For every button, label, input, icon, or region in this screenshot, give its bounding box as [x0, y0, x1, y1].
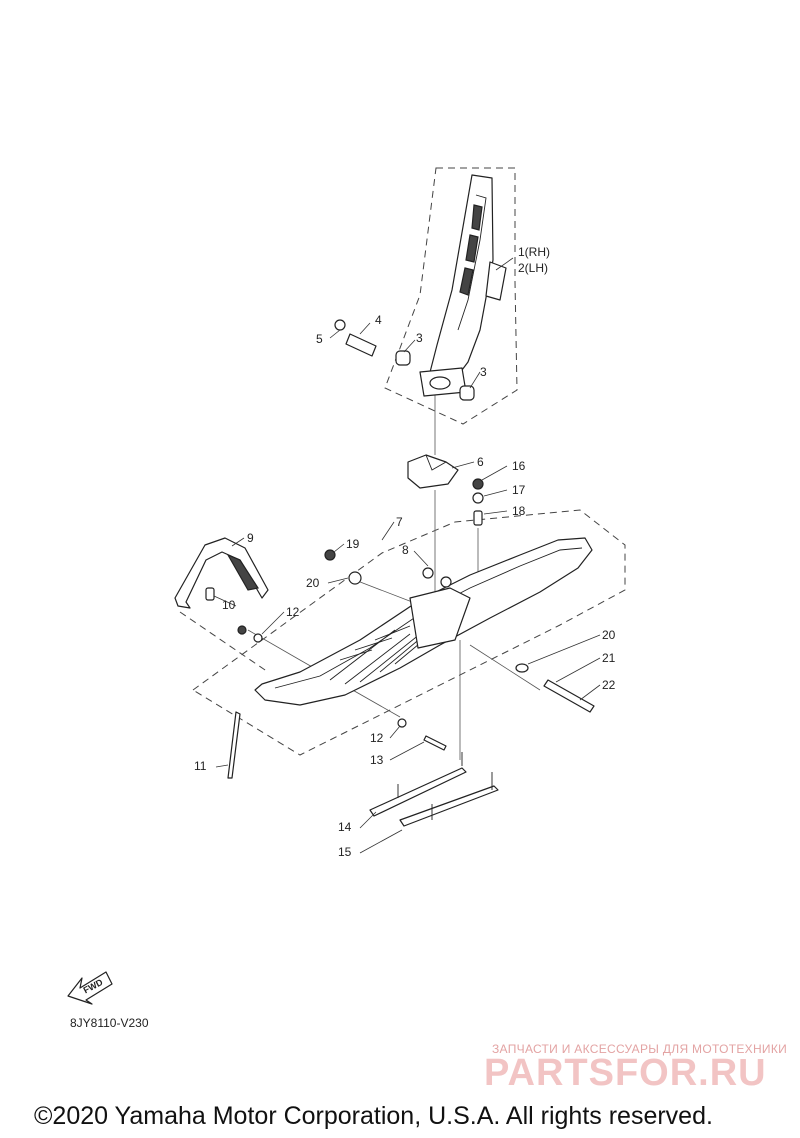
ski-part	[254, 537, 593, 706]
callout-13: 13	[370, 753, 384, 767]
callout-16: 16	[512, 459, 526, 473]
spindle-assembly-boundary	[384, 167, 518, 425]
washer-part	[348, 571, 362, 585]
bushing-part	[459, 385, 475, 401]
callout-7: 7	[396, 515, 403, 529]
centerline	[247, 629, 401, 718]
callout-11: 11	[194, 759, 207, 773]
bolt-part	[205, 587, 215, 601]
diagram-code: 8JY8110-V230	[70, 1016, 149, 1030]
washer-part	[334, 319, 346, 331]
nut-part	[422, 567, 434, 579]
bolt-part	[543, 679, 595, 713]
callout-3: 3	[480, 365, 487, 379]
centerline	[469, 644, 541, 691]
washer-part	[237, 625, 247, 635]
pin-part	[473, 510, 483, 526]
callout-6: 6	[477, 455, 484, 469]
callout-12: 12	[286, 605, 300, 619]
centerline	[354, 579, 421, 606]
callout-9: 9	[247, 531, 254, 545]
copyright-notice: ©2020 Yamaha Motor Corporation, U.S.A. A…	[34, 1102, 713, 1130]
callout-10: 10	[222, 598, 236, 612]
ski-assembly-boundary	[192, 509, 626, 756]
runner-part	[369, 767, 467, 817]
bolt-part	[227, 711, 241, 779]
callout-18: 18	[512, 504, 526, 518]
runner-part	[399, 785, 499, 827]
callout-21: 21	[602, 651, 616, 665]
washer-part	[472, 492, 484, 504]
callout-17: 17	[512, 483, 526, 497]
ski-spindle-part	[419, 174, 507, 397]
callout-4: 4	[375, 313, 382, 327]
loop-boundary	[179, 611, 269, 673]
callout-2: 2(LH)	[518, 261, 548, 275]
callout-14: 14	[338, 820, 352, 834]
collar-part	[345, 333, 377, 357]
bolt-part	[423, 735, 447, 751]
callout-20: 20	[602, 628, 616, 642]
ski-loop-part	[226, 553, 259, 591]
watermark-tagline: ЗАПЧАСТИ И АКСЕССУАРЫ ДЛЯ МОТОТЕХНИКИ	[492, 1042, 788, 1056]
nut-part	[440, 576, 452, 588]
watermark-brand-logo: PARTSFOR.RU	[484, 1052, 767, 1094]
callout-15: 15	[338, 845, 352, 859]
callout-12: 12	[370, 731, 384, 745]
callout-1: 1(RH)	[518, 245, 550, 259]
damper-block-part	[407, 454, 459, 489]
nut-part	[472, 478, 484, 490]
callout-20: 20	[306, 576, 320, 590]
callout-8: 8	[402, 543, 409, 557]
callout-19: 19	[346, 537, 360, 551]
callout-3: 3	[416, 331, 423, 345]
nut-part	[324, 549, 336, 561]
callout-22: 22	[602, 678, 616, 692]
runner-part	[397, 752, 493, 820]
callout-5: 5	[316, 332, 323, 346]
washer-part	[397, 718, 407, 728]
washer-part	[253, 633, 263, 643]
forward-direction-arrow-icon: FWD	[67, 971, 113, 1005]
bushing-part	[395, 350, 411, 366]
washer-part	[515, 663, 529, 673]
damper-block-part	[425, 454, 447, 471]
